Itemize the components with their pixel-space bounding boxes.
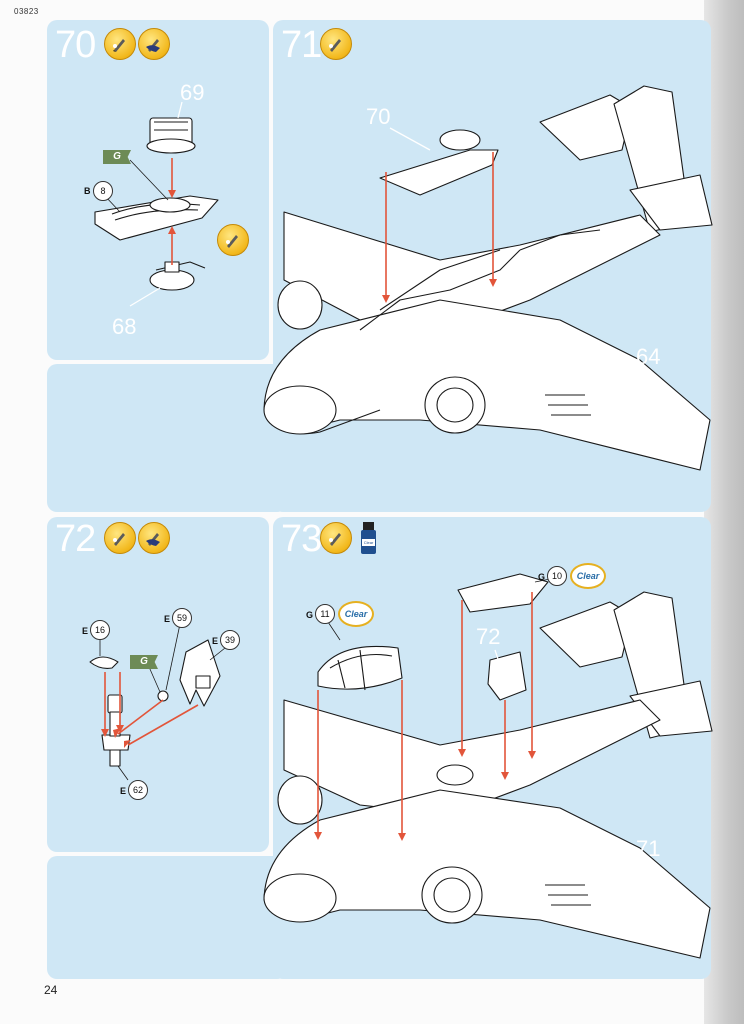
part-number-circle: 10 bbox=[547, 566, 567, 586]
glue-icon: G bbox=[130, 655, 158, 669]
step-number-71: 71 bbox=[281, 24, 322, 66]
paintbrush-icon bbox=[217, 224, 249, 256]
panel-step-70-lower bbox=[47, 364, 287, 512]
paintbrush-icon bbox=[104, 28, 136, 60]
part-ref-71: 71 bbox=[636, 836, 661, 861]
part-ref-72: 72 bbox=[476, 624, 501, 649]
step-number-70: 70 bbox=[55, 24, 96, 66]
glue-icon: G bbox=[103, 150, 131, 164]
part-ref-68: 68 bbox=[112, 314, 137, 339]
part-sprue-letter: G bbox=[306, 610, 314, 620]
part-sprue-letter: E bbox=[164, 614, 171, 624]
part-number-circle: 59 bbox=[172, 608, 192, 628]
paintbrush-icon bbox=[320, 28, 352, 60]
part-ref-69: 69 bbox=[180, 80, 205, 105]
product-code: 03823 bbox=[14, 7, 39, 16]
paintbrush-icon bbox=[320, 522, 352, 554]
paint-bottle-label: Clear bbox=[363, 540, 374, 545]
part-sprue-letter: E bbox=[212, 636, 219, 646]
paintbrush-icon bbox=[138, 522, 170, 554]
panel-step-72 bbox=[47, 517, 269, 852]
step-number-73: 73 bbox=[281, 518, 322, 560]
part-sprue-letter: G bbox=[538, 572, 546, 582]
paintbrush-icon bbox=[104, 522, 136, 554]
part-sprue-letter: E bbox=[120, 786, 127, 796]
part-sprue-letter: E bbox=[82, 626, 89, 636]
clear-paint-badge: Clear bbox=[338, 601, 374, 627]
part-ref-70: 70 bbox=[366, 104, 391, 129]
part-ref-64: 64 bbox=[636, 344, 661, 369]
paintbrush-icon bbox=[138, 28, 170, 60]
step-number-72: 72 bbox=[55, 518, 96, 560]
panel-step-73-lower bbox=[47, 856, 287, 979]
clear-paint-badge: Clear bbox=[570, 563, 606, 589]
part-sprue-letter: B bbox=[84, 186, 91, 196]
part-number-circle: 11 bbox=[315, 604, 335, 624]
part-number-circle: 16 bbox=[90, 620, 110, 640]
part-number-circle: 62 bbox=[128, 780, 148, 800]
part-number-circle: 39 bbox=[220, 630, 240, 650]
part-number-circle: 8 bbox=[93, 181, 113, 201]
page-number: 24 bbox=[44, 983, 58, 997]
